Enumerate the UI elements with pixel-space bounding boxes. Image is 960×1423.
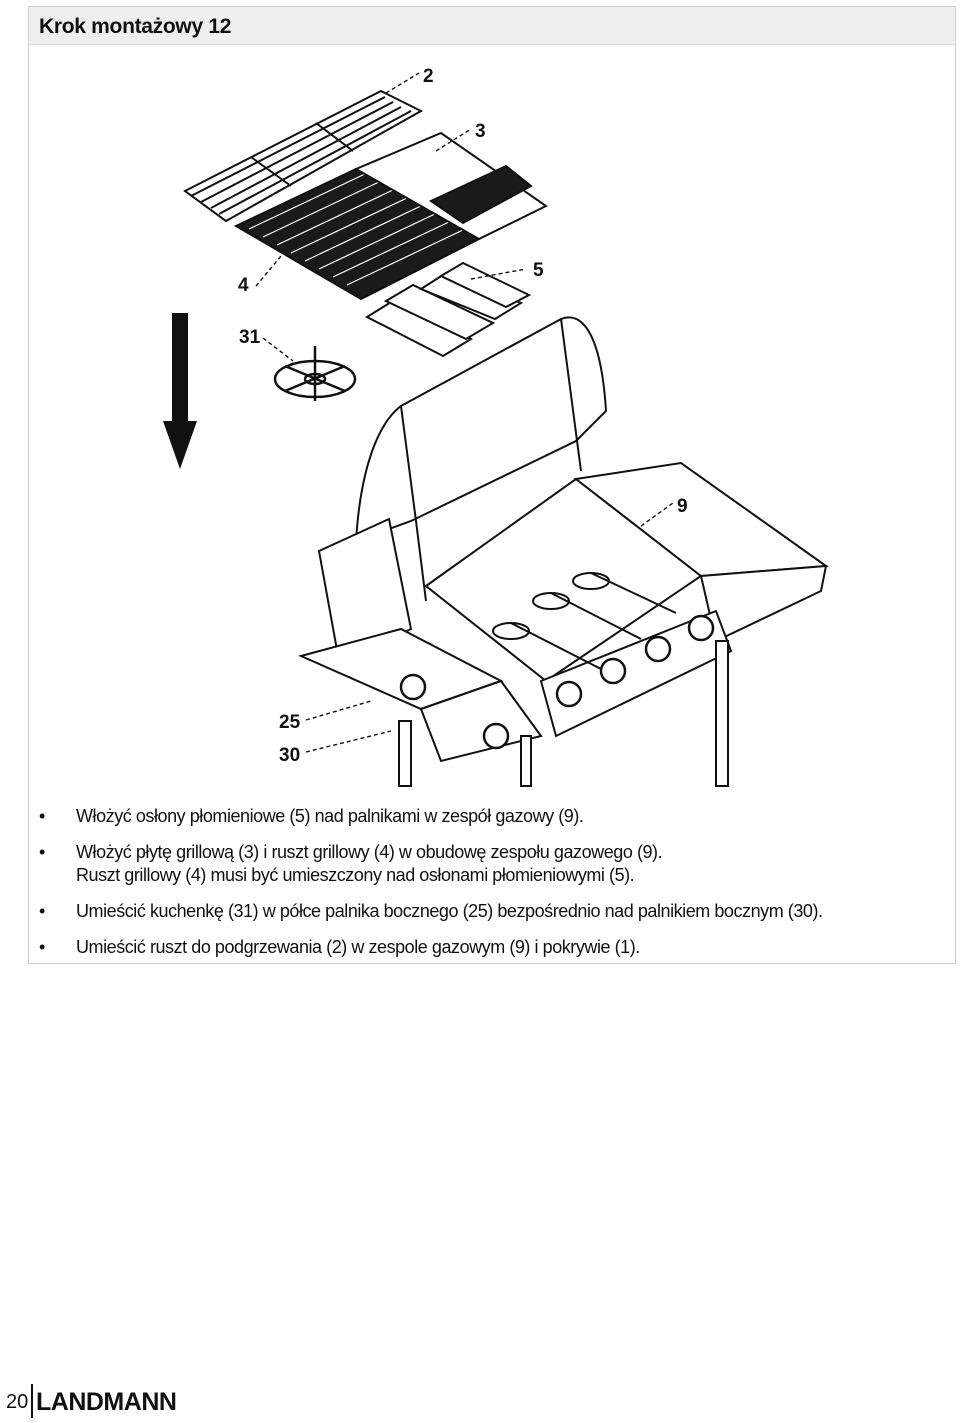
instruction-text: Ruszt grillowy (4) musi być umieszczony … (76, 865, 635, 885)
control-knobs (399, 614, 715, 750)
callout-30: 30 (279, 745, 300, 766)
page-number: 20 (6, 1391, 29, 1413)
callout-5: 5 (533, 260, 544, 281)
step-header: Krok montażowy 12 (29, 7, 955, 45)
page-footer: 20 LANDMANN (0, 1384, 300, 1420)
down-arrow-icon (163, 313, 197, 469)
callout-9: 9 (677, 496, 688, 517)
bullet-icon: • (39, 901, 45, 921)
burner-tubes (492, 572, 677, 670)
side-burner-support (273, 346, 357, 401)
grill-body (298, 316, 829, 787)
assembly-diagram: 2 3 4 5 31 9 25 30 (163, 66, 829, 787)
instruction-text: Umieścić kuchenkę (31) w półce palnika b… (76, 901, 823, 921)
bullet-icon: • (39, 937, 45, 957)
instruction-text: Umieścić ruszt do podgrzewania (2) w zes… (76, 937, 640, 957)
cooking-grate (233, 131, 548, 301)
flame-tamers (364, 261, 532, 358)
callout-leaders (255, 72, 674, 753)
callout-31: 31 (239, 327, 261, 348)
callout-4: 4 (238, 275, 249, 296)
brand-logo: LANDMANN (36, 1388, 177, 1416)
footer-divider (31, 1384, 33, 1418)
instruction-panel: Krok montażowy 12 (28, 6, 956, 964)
step-title: Krok montażowy 12 (39, 15, 232, 38)
bullet-icon: • (39, 842, 45, 862)
callout-2: 2 (423, 66, 434, 87)
instruction-text: Włożyć osłony płomieniowe (5) nad palnik… (76, 806, 584, 826)
bullet-icon: • (39, 806, 45, 826)
callout-25: 25 (279, 712, 301, 733)
callout-3: 3 (475, 121, 486, 142)
instruction-text: Włożyć płytę grillową (3) i ruszt grillo… (76, 842, 663, 862)
warming-rack (183, 89, 424, 223)
